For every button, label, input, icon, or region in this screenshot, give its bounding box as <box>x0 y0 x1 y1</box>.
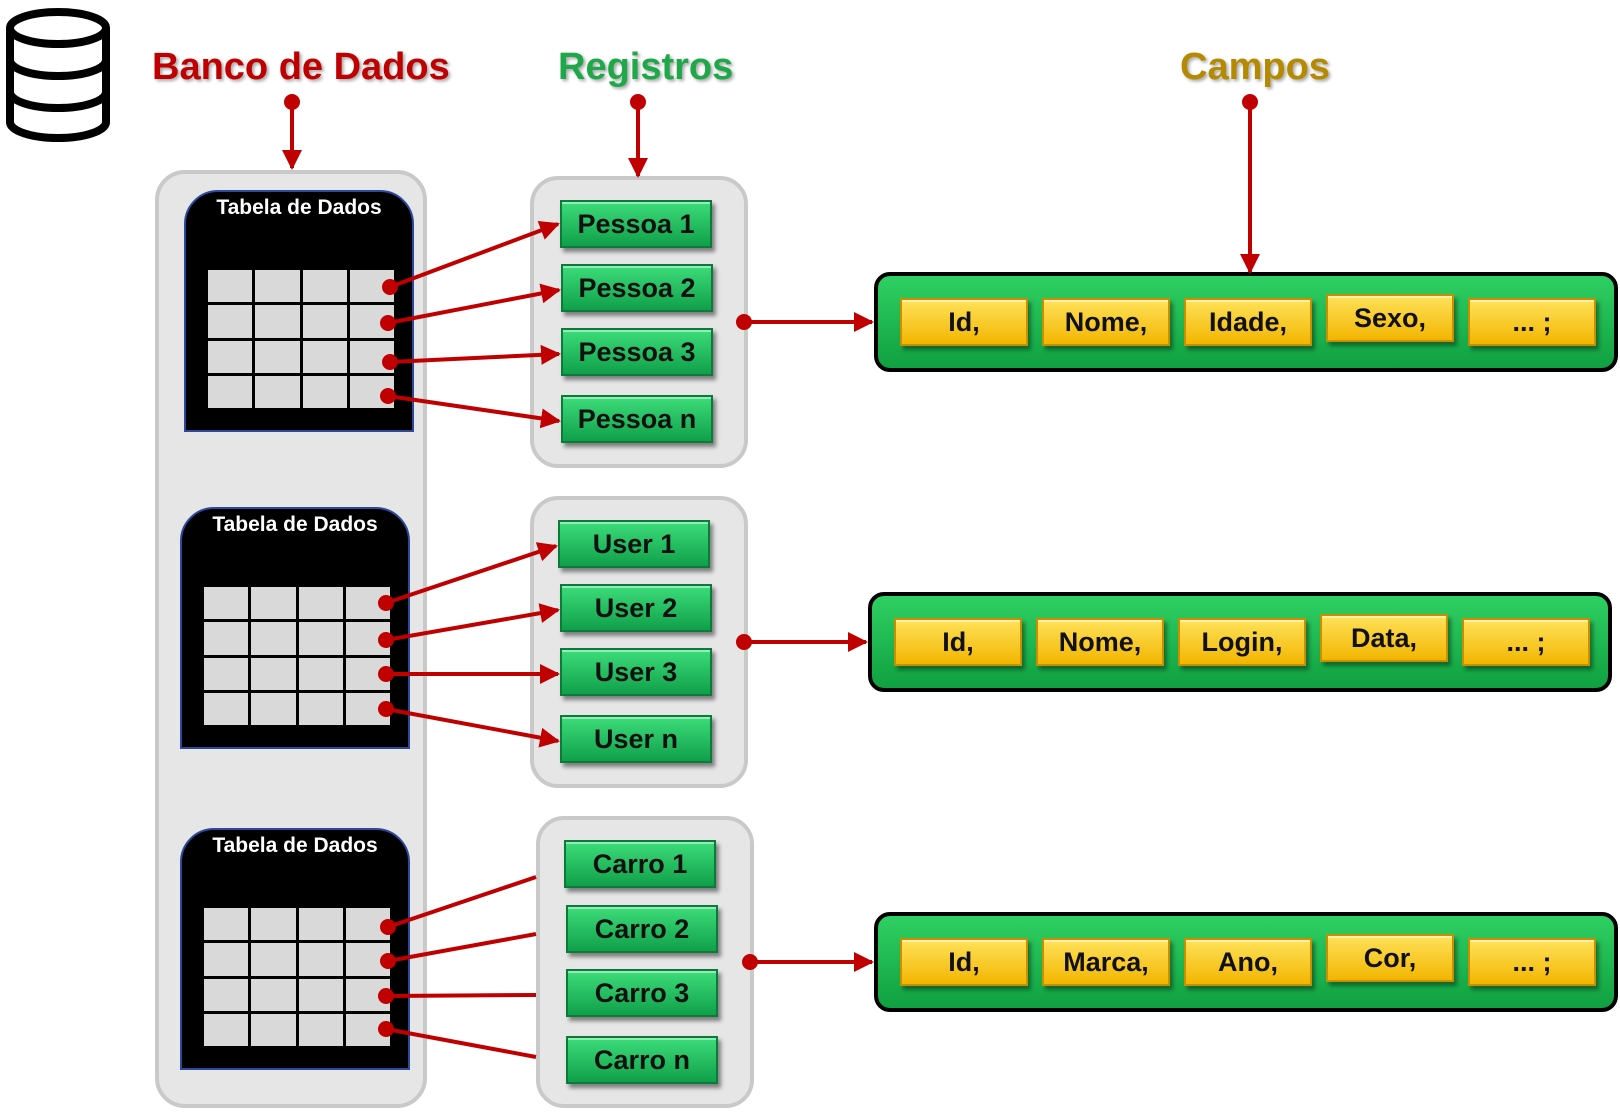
arrow-table1-record2 <box>380 283 561 331</box>
arrow-header-campos <box>1240 94 1260 274</box>
arrow-table3-record3 <box>378 988 537 1004</box>
record-pessoa-2[interactable]: Pessoa 2 <box>561 264 713 312</box>
field-more[interactable]: ... ; <box>1462 618 1590 666</box>
header-campos: Campos <box>1180 46 1330 88</box>
database-icon <box>6 8 110 142</box>
arrow-table2-record3 <box>378 664 560 684</box>
arrow-table3-recordn <box>378 1021 537 1059</box>
arrow-header-banco <box>282 94 302 170</box>
field-nome[interactable]: Nome, <box>1036 618 1164 666</box>
record-pessoa-1[interactable]: Pessoa 1 <box>560 200 712 248</box>
arrow-records2-fields2 <box>736 632 868 652</box>
field-login[interactable]: Login, <box>1178 618 1306 666</box>
data-table-title: Tabela de Dados <box>216 196 382 219</box>
field-id[interactable]: Id, <box>900 298 1028 346</box>
record-user-2[interactable]: User 2 <box>560 584 712 632</box>
field-idade[interactable]: Idade, <box>1184 298 1312 346</box>
field-more[interactable]: ... ; <box>1468 938 1596 986</box>
fields-bar-1: Id, Nome, Idade, Sexo, ... ; <box>874 272 1618 372</box>
header-registros: Registros <box>558 46 734 88</box>
arrow-table3-record2 <box>380 932 537 969</box>
arrow-records1-fields1 <box>736 312 874 332</box>
arrow-table1-record1 <box>382 220 560 295</box>
field-ano[interactable]: Ano, <box>1184 938 1312 986</box>
field-marca[interactable]: Marca, <box>1042 938 1170 986</box>
field-data[interactable]: Data, <box>1320 614 1448 662</box>
table-grid <box>204 908 390 1046</box>
field-more[interactable]: ... ; <box>1468 298 1596 346</box>
data-table-title: Tabela de Dados <box>212 834 378 857</box>
record-carro-n[interactable]: Carro n <box>566 1036 718 1084</box>
arrow-table1-recordn <box>380 388 561 429</box>
field-sexo[interactable]: Sexo, <box>1326 294 1454 342</box>
record-user-1[interactable]: User 1 <box>558 520 710 568</box>
field-id[interactable]: Id, <box>900 938 1028 986</box>
arrow-table3-record1 <box>380 875 537 935</box>
arrow-table2-record1 <box>378 542 558 611</box>
arrow-table2-recordn <box>378 701 560 748</box>
fields-bar-3: Id, Marca, Ano, Cor, ... ; <box>874 912 1618 1012</box>
arrow-table1-record3 <box>382 344 561 370</box>
field-nome[interactable]: Nome, <box>1042 298 1170 346</box>
record-user-n[interactable]: User n <box>560 715 712 763</box>
record-carro-3[interactable]: Carro 3 <box>566 969 718 1017</box>
data-table-title: Tabela de Dados <box>212 513 378 536</box>
arrow-table2-record2 <box>378 603 560 648</box>
arrow-records3-fields3 <box>742 952 874 972</box>
header-banco-de-dados: Banco de Dados <box>152 46 450 88</box>
field-cor[interactable]: Cor, <box>1326 934 1454 982</box>
record-carro-2[interactable]: Carro 2 <box>566 905 718 953</box>
fields-bar-2: Id, Nome, Login, Data, ... ; <box>868 592 1612 692</box>
record-user-3[interactable]: User 3 <box>560 648 712 696</box>
record-pessoa-n[interactable]: Pessoa n <box>561 395 713 443</box>
record-pessoa-3[interactable]: Pessoa 3 <box>561 328 713 376</box>
data-table-3: Tabela de Dados <box>180 828 410 1070</box>
record-carro-1[interactable]: Carro 1 <box>564 840 716 888</box>
arrow-header-registros <box>628 94 648 178</box>
field-id[interactable]: Id, <box>894 618 1022 666</box>
